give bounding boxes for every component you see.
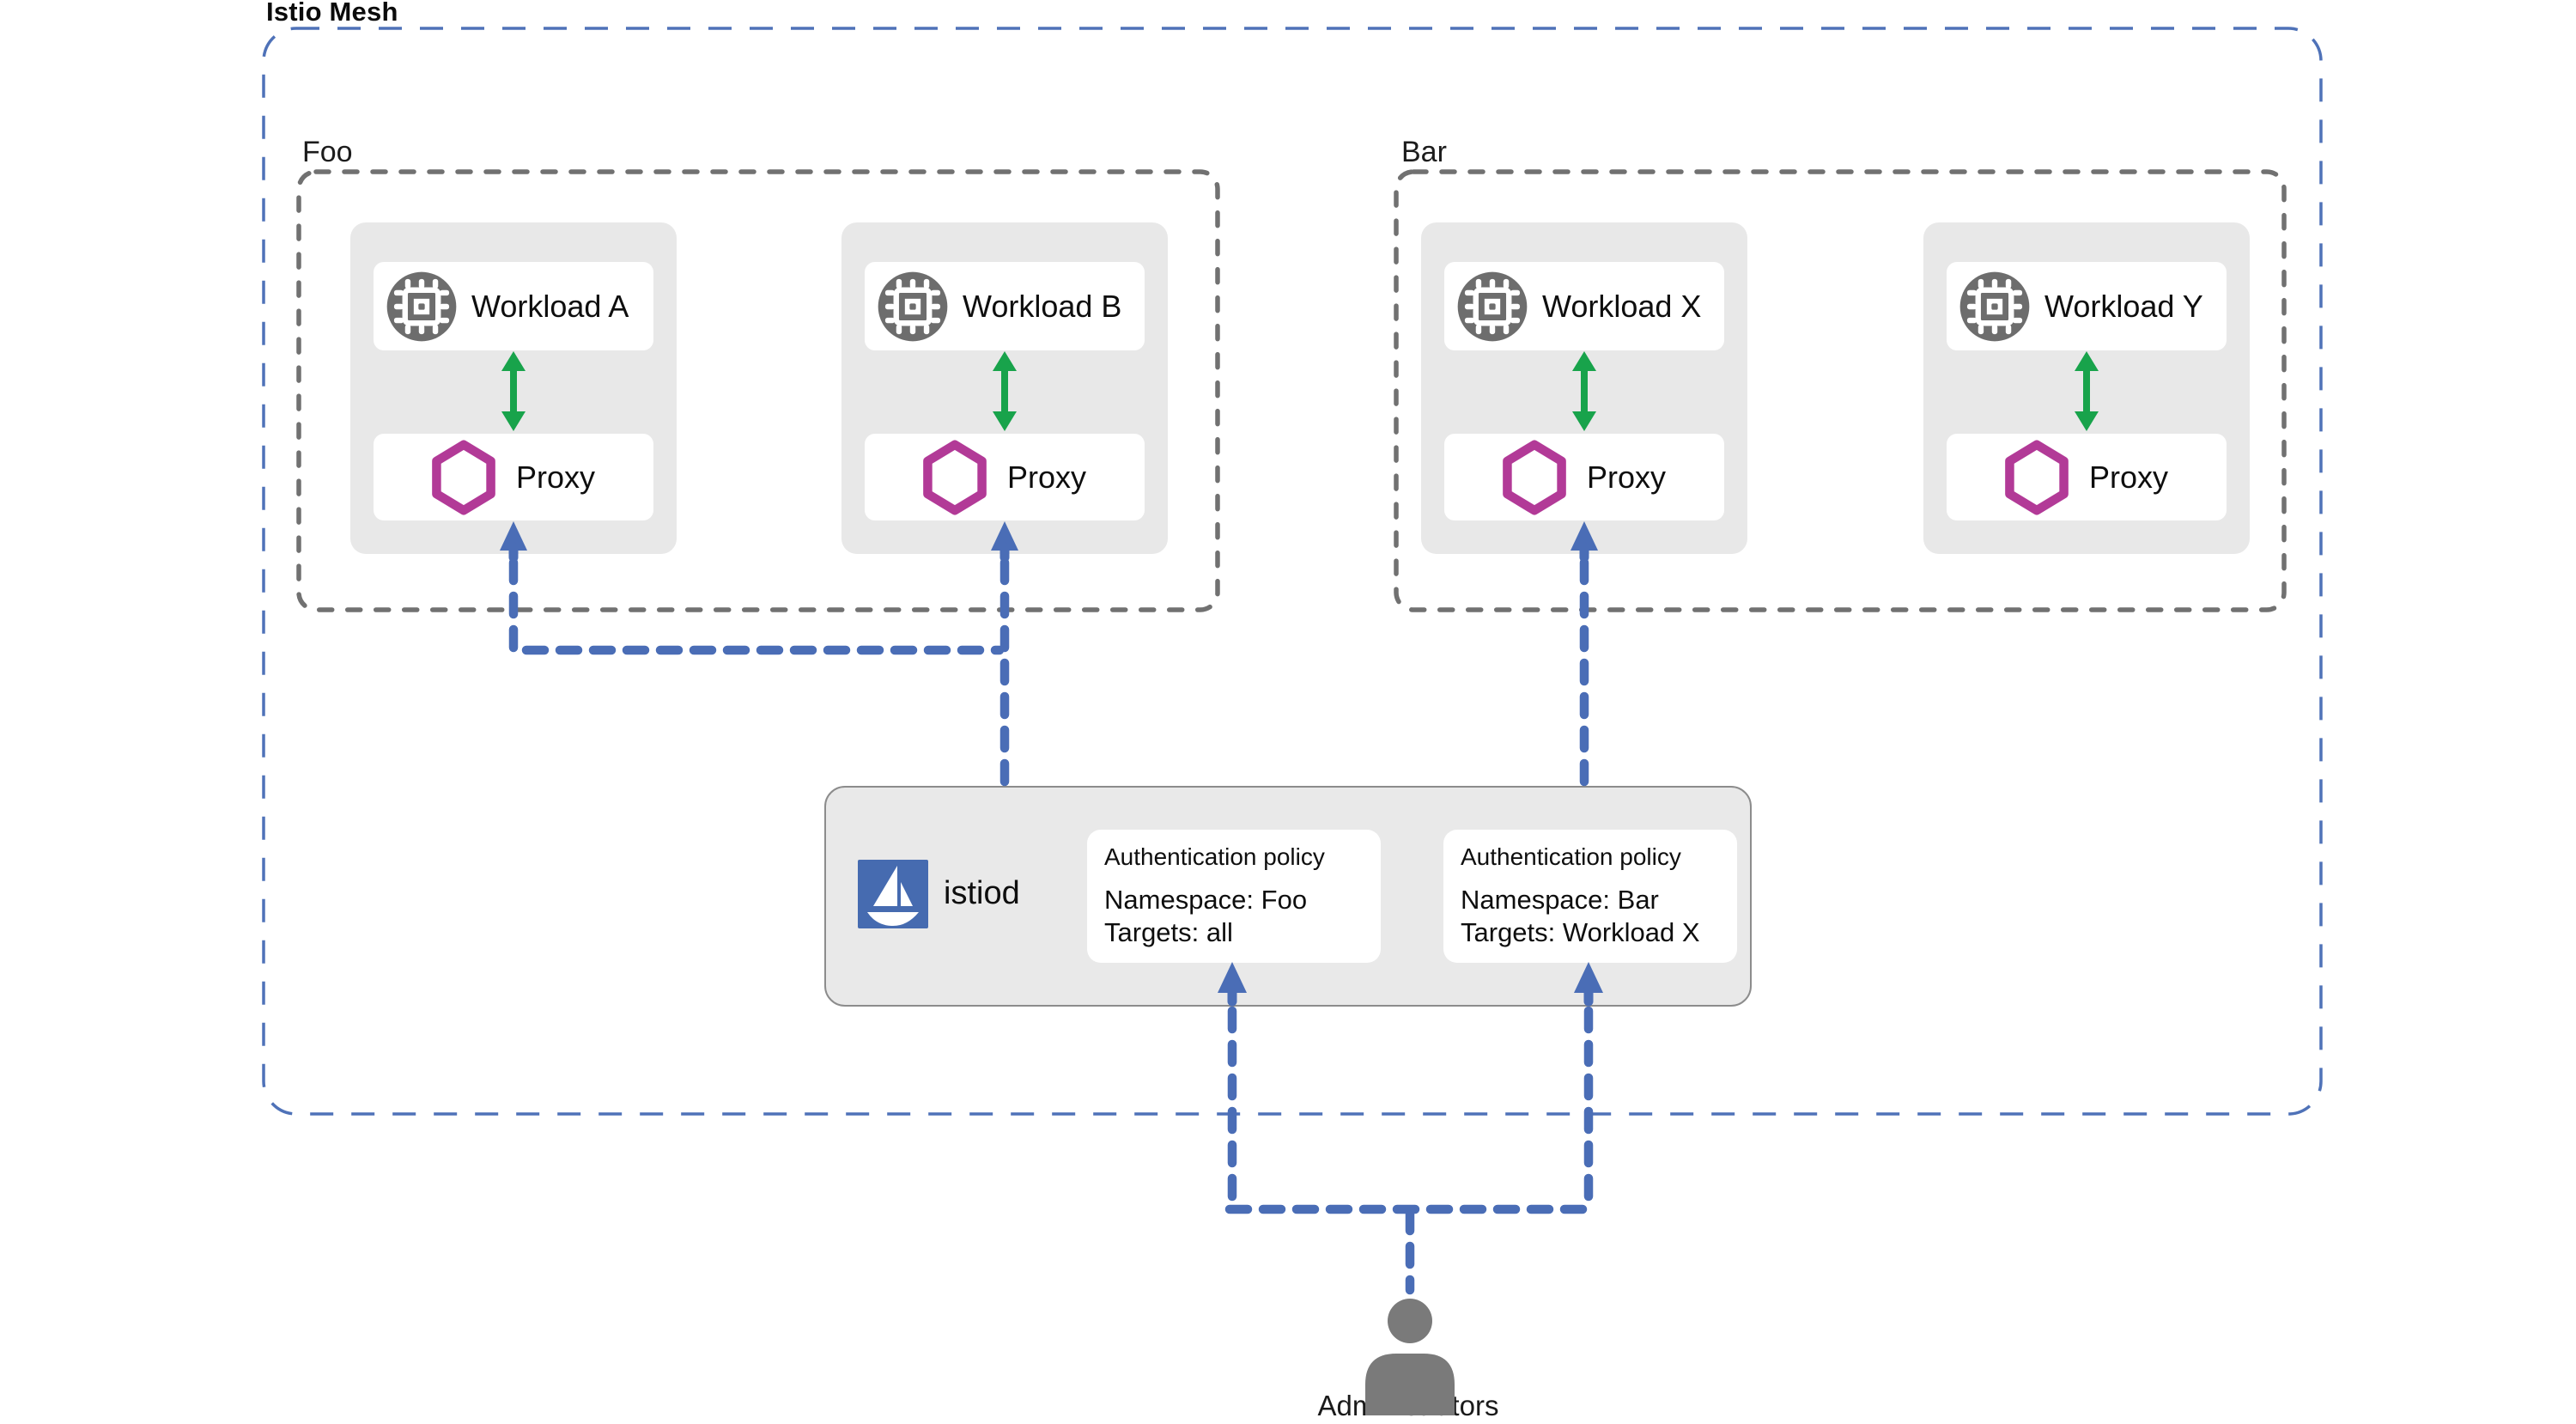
workload-container-a: Workload A Proxy: [350, 222, 677, 554]
workload-label: Workload A: [471, 288, 629, 324]
workload-label: Workload Y: [2044, 288, 2203, 324]
policy-targets: Targets: Workload X: [1461, 917, 1700, 947]
cpu-chip-icon: [1959, 271, 2030, 341]
policy-title: Authentication policy: [1461, 843, 1681, 870]
proxy-label: Proxy: [516, 459, 596, 495]
istio-sailboat-icon: [858, 860, 928, 928]
diagram-title: Istio Mesh: [266, 0, 398, 27]
workload-container-y: Workload Y Proxy: [1923, 222, 2250, 554]
hexagon-proxy-icon: [923, 439, 987, 515]
cpu-chip-icon: [386, 271, 457, 341]
hexagon-proxy-icon: [432, 439, 495, 515]
cpu-chip-icon: [1457, 271, 1528, 341]
proxy-card-b: Proxy: [865, 434, 1145, 520]
proxy-card-y: Proxy: [1947, 434, 2227, 520]
workload-label: Workload B: [963, 288, 1122, 324]
hexagon-proxy-icon: [2005, 439, 2069, 515]
proxy-label: Proxy: [1587, 459, 1667, 495]
cpu-chip-icon: [878, 271, 948, 341]
istiod-label: istiod: [944, 875, 1020, 911]
proxy-label: Proxy: [1007, 459, 1087, 495]
proxy-label: Proxy: [2089, 459, 2169, 495]
policy-targets: Targets: all: [1104, 917, 1233, 947]
workload-container-b: Workload B Proxy: [841, 222, 1168, 554]
hexagon-proxy-icon: [1503, 439, 1566, 515]
workload-card-y: Workload Y: [1947, 262, 2227, 350]
workload-container-x: Workload X Proxy: [1421, 222, 1747, 554]
auth-policy-card-bar: Authentication policy Namespace: Bar Tar…: [1443, 830, 1737, 963]
auth-policy-card-foo: Authentication policy Namespace: Foo Tar…: [1087, 830, 1381, 963]
green-double-arrows: [501, 351, 2099, 431]
administrators-label: Administrators: [1317, 1390, 1499, 1421]
policy-title: Authentication policy: [1104, 843, 1325, 870]
policy-namespace: Namespace: Foo: [1104, 885, 1308, 915]
proxy-card-a: Proxy: [374, 434, 653, 520]
namespace-label-bar: Bar: [1401, 136, 1447, 168]
namespace-label-foo: Foo: [302, 136, 353, 168]
policy-namespace: Namespace: Bar: [1461, 885, 1659, 915]
istiod-box: istiod Authentication policy Namespace: …: [824, 786, 1752, 1007]
workload-card-b: Workload B: [865, 262, 1145, 350]
workload-card-a: Workload A: [374, 262, 653, 350]
workload-card-x: Workload X: [1444, 262, 1724, 350]
proxy-card-x: Proxy: [1444, 434, 1724, 520]
workload-label: Workload X: [1542, 288, 1702, 324]
